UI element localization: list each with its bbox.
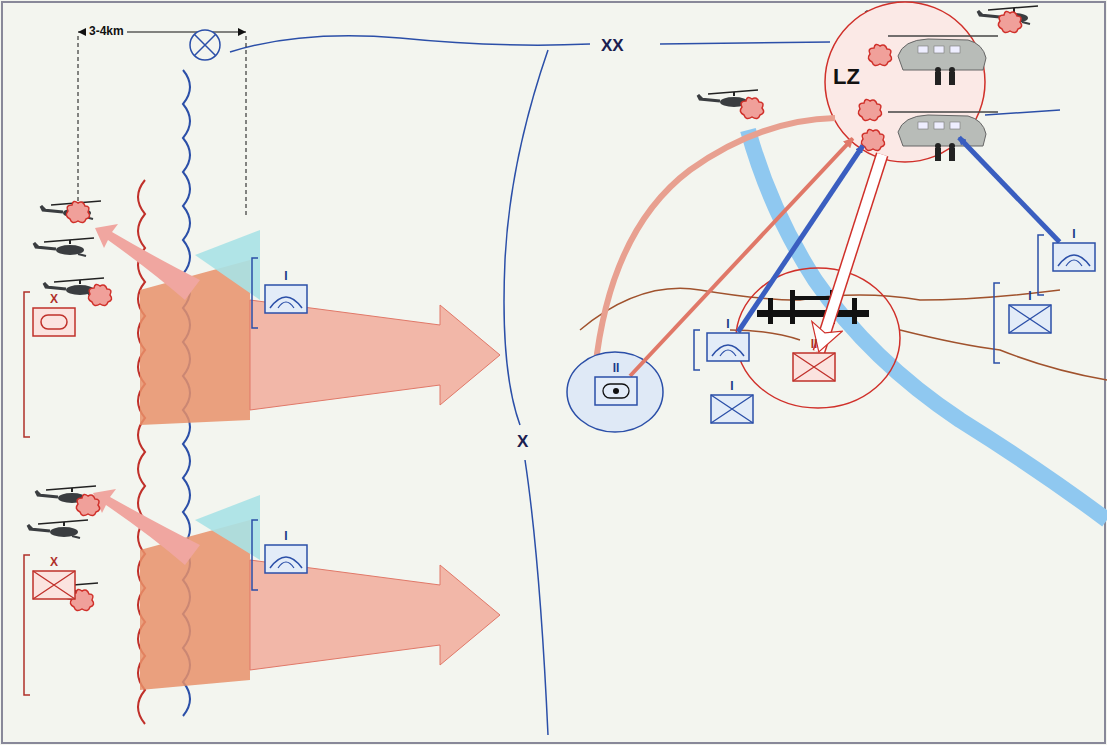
unit-symbol (264, 284, 308, 314)
dimension-label: 3-4km (86, 24, 127, 38)
unit-symbol (264, 544, 308, 574)
movement-arrow (959, 138, 1060, 242)
boundary-echelon: X (514, 432, 531, 452)
unit-symbol-box: I (262, 270, 310, 314)
echelon-marker: II (592, 362, 640, 375)
echelon-marker: I (708, 380, 756, 393)
echelon-marker: I (704, 318, 752, 331)
unit-symbol-box: I (1050, 228, 1098, 272)
echelon-marker: X (30, 293, 78, 306)
unit-symbol (32, 307, 76, 337)
unit-symbol-box: X (30, 556, 78, 600)
zone-label: LZ (833, 64, 860, 90)
unit-symbol-box: I (1006, 290, 1054, 334)
echelon-marker: I (1006, 290, 1054, 303)
unit-symbol (1008, 304, 1052, 334)
unit-symbol (710, 394, 754, 424)
arrow-outline (819, 155, 882, 352)
echelon-marker: I (262, 270, 310, 283)
unit-symbol (32, 570, 76, 600)
landing-zone: LZ (823, 2, 988, 162)
unit-symbol (594, 376, 638, 406)
unit-symbol-box: II (592, 362, 640, 406)
boundary-echelon: XX (598, 36, 627, 56)
echelon-marker: II (790, 338, 838, 351)
unit-symbol-box: I (704, 318, 752, 362)
echelon-marker: X (30, 556, 78, 569)
echelon-marker: I (1050, 228, 1098, 241)
echelon-marker: I (262, 530, 310, 543)
unit-symbol-box: X (30, 293, 78, 337)
unit-symbol-box: II (790, 338, 838, 382)
unit-symbol-box: I (262, 530, 310, 574)
unit-symbol (1052, 242, 1096, 272)
movement-arrow (819, 155, 882, 352)
unit-symbol (706, 332, 750, 362)
unit-symbol-box: I (708, 380, 756, 424)
unit-symbol (792, 352, 836, 382)
